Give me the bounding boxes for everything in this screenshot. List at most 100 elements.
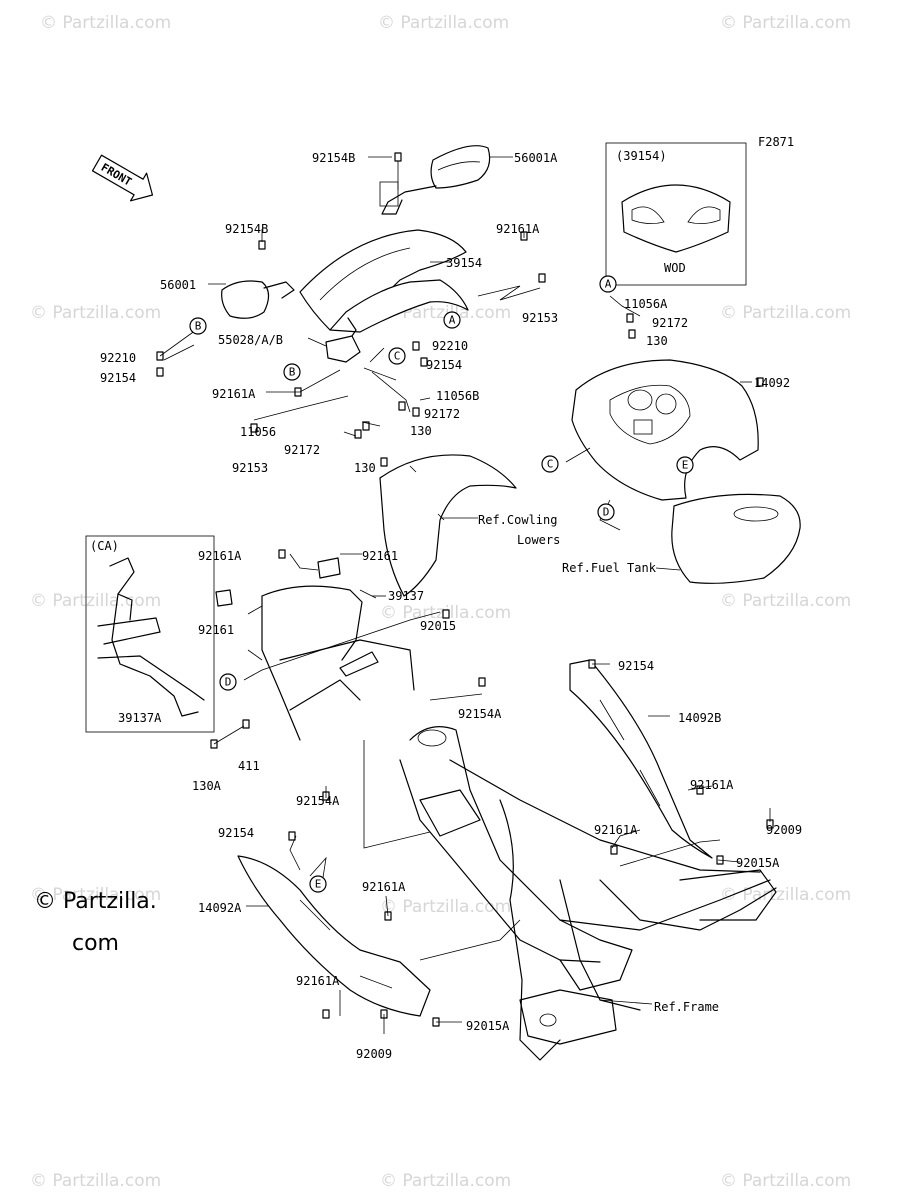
- fastener-layer: [156, 152, 774, 1027]
- mirror-left: [221, 280, 295, 319]
- watermark: © Partzilla.com: [720, 591, 851, 611]
- diagram-code: F2871: [758, 135, 794, 149]
- part-label: 92172: [284, 443, 320, 457]
- part-label: 92161: [198, 623, 234, 637]
- watermark: © Partzilla.com: [720, 1171, 851, 1191]
- part-label: 92153: [232, 461, 268, 475]
- part-label: 11056A: [624, 297, 668, 311]
- watermark: © Partzilla.com: [378, 13, 509, 33]
- watermark: © Partzilla.com: [30, 303, 161, 323]
- panel-14092B: [569, 659, 713, 859]
- mirror-right: [379, 145, 491, 215]
- part-label: 92210: [100, 351, 136, 365]
- part-label: 56001A: [514, 151, 558, 165]
- ref-circle-letter: A: [605, 278, 612, 291]
- fastener: [156, 367, 164, 377]
- inset-top-variant: WOD: [664, 261, 686, 275]
- main-frame: [399, 726, 777, 1061]
- copyright-line-1: © Partzilla.: [34, 889, 157, 914]
- ref-circle-c: C: [541, 455, 559, 473]
- ref-circle-e: E: [676, 456, 694, 474]
- ref-circle-a: A: [599, 275, 617, 293]
- inset-39154: (39154) WOD: [605, 142, 747, 286]
- part-label: 411: [238, 759, 260, 773]
- part-label: 92015: [420, 619, 456, 633]
- inset-ca: (CA) 39137A: [85, 535, 215, 733]
- part-label: 11056: [240, 425, 276, 439]
- part-label: 92161A: [496, 222, 540, 236]
- ref-circle-letter: E: [315, 878, 322, 891]
- watermark: © Partzilla.com: [720, 885, 851, 905]
- ref-circle-letter: D: [225, 676, 232, 689]
- inset-ca-code: (CA): [90, 539, 119, 553]
- part-label: 92009: [766, 823, 802, 837]
- part-label: 92015A: [466, 1019, 510, 1033]
- part-label: 92154: [618, 659, 654, 673]
- part-label: 14092: [754, 376, 790, 390]
- watermark: © Partzilla.com: [380, 1171, 511, 1191]
- fastener: [696, 785, 704, 795]
- part-label: 92161: [362, 549, 398, 563]
- fastener: [442, 609, 450, 619]
- fastener: [626, 313, 634, 323]
- ref-circle-e: E: [309, 875, 327, 893]
- part-label: 92161A: [594, 823, 638, 837]
- ref-circle-a: A: [443, 311, 461, 329]
- fuel-tank-ref: [671, 493, 801, 584]
- watermark: © Partzilla.com: [720, 303, 851, 323]
- part-label: 14092A: [198, 901, 242, 915]
- fastener: [420, 357, 428, 367]
- fastener: [412, 407, 420, 417]
- fastener: [398, 401, 406, 411]
- part-label: 92154: [426, 358, 462, 372]
- watermark: © Partzilla.com: [40, 13, 171, 33]
- fastener: [394, 152, 402, 162]
- part-label: 92161A: [690, 778, 734, 792]
- part-label: 92154: [218, 826, 254, 840]
- part-label: Ref.Frame: [654, 1000, 719, 1014]
- watermark: © Partzilla.com: [30, 591, 161, 611]
- part-label: 92172: [652, 316, 688, 330]
- fastener: [250, 423, 258, 433]
- part-label: 92161A: [198, 549, 242, 563]
- watermark: © Partzilla.com: [380, 897, 511, 917]
- front-arrow-icon: FRONT: [91, 154, 154, 202]
- fastener: [478, 677, 486, 687]
- fastener: [354, 429, 362, 439]
- part-label: 92161A: [212, 387, 256, 401]
- ref-circle-letter: C: [547, 458, 554, 471]
- part-label: 92161A: [362, 880, 406, 894]
- ref-circle-c: C: [388, 347, 406, 365]
- part-label: 92154A: [296, 794, 340, 808]
- part-label: 92154: [100, 371, 136, 385]
- part-label: 11056B: [436, 389, 479, 403]
- ref-circle-letter: B: [195, 320, 202, 333]
- panel-14092A: [237, 855, 431, 1017]
- inset-top-code: (39154): [616, 149, 667, 163]
- ref-circle-letter: C: [394, 350, 401, 363]
- bracket-55028: [325, 317, 361, 363]
- reference-circles: A A B B C C D D E E: [189, 275, 694, 893]
- watermark: © Partzilla.com: [30, 1171, 161, 1191]
- fastener: [380, 457, 388, 467]
- fastener: [242, 719, 250, 729]
- ref-circle-letter: A: [449, 314, 456, 327]
- part-label: 130: [410, 424, 432, 438]
- part-label: 56001: [160, 278, 196, 292]
- ref-circle-d: D: [219, 673, 237, 691]
- part-label: 130A: [192, 779, 222, 793]
- ref-circle-b: B: [283, 363, 301, 381]
- part-label: 14092B: [678, 711, 721, 725]
- inset-ca-part: 39137A: [118, 711, 162, 725]
- part-label: 92154B: [225, 222, 268, 236]
- upper-cowling: [299, 229, 469, 333]
- fastener: [628, 329, 636, 339]
- fastener: [610, 845, 618, 855]
- fastener: [756, 377, 764, 387]
- ref-circle-d: D: [597, 503, 615, 521]
- part-label: 92154A: [458, 707, 502, 721]
- part-label: 92172: [424, 407, 460, 421]
- watermark: © Partzilla.com: [720, 13, 851, 33]
